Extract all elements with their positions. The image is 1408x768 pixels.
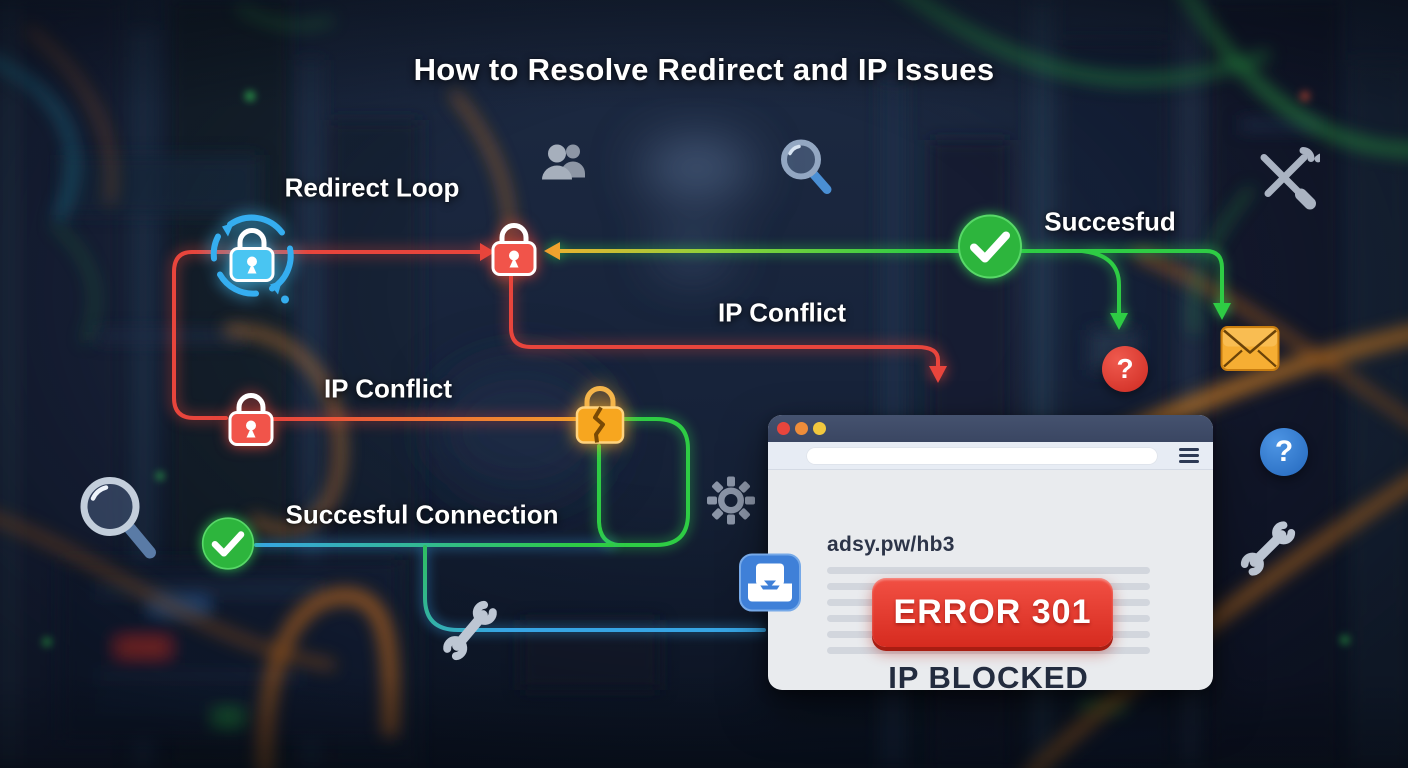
- success-check-icon-small: [197, 513, 259, 580]
- help-question-badge: ?: [1260, 428, 1308, 476]
- error-301-button[interactable]: ERROR 301: [872, 578, 1113, 647]
- arrowhead-down: [1110, 313, 1128, 330]
- wrench-icon-right: [1220, 501, 1316, 602]
- question-mark: ?: [1274, 435, 1294, 468]
- ip-blocked-text: IP BLOCKED: [888, 660, 1089, 690]
- arrowhead-down: [1213, 303, 1231, 320]
- settings-gear-icon: [705, 475, 757, 532]
- browser-window: adsy.pw/hb3 ERROR 301 IP BLOCKED: [768, 415, 1213, 690]
- label-ip-conflict-top: IP Conflict: [717, 297, 847, 328]
- browser-content: adsy.pw/hb3 ERROR 301 IP BLOCKED: [768, 470, 1213, 690]
- maximize-dot[interactable]: [813, 422, 826, 435]
- page-url-text: adsy.pw/hb3: [827, 533, 955, 556]
- inbox-icon: [739, 553, 801, 617]
- page-title: How to Resolve Redirect and IP Issues: [413, 52, 995, 87]
- skeleton-line: [827, 647, 1150, 654]
- tools-icon: [1248, 142, 1337, 219]
- arrowhead-down: [929, 366, 947, 383]
- wrench-icon: [420, 581, 520, 686]
- question-mark: ?: [1116, 353, 1134, 384]
- label-successful-connection: Succesful Connection: [285, 499, 559, 530]
- browser-toolbar: [768, 442, 1213, 470]
- skeleton-line: [827, 567, 1150, 574]
- blocked-lock-icon: [482, 217, 546, 286]
- minimize-dot[interactable]: [795, 422, 808, 435]
- users-icon: [539, 142, 591, 191]
- check-branch-line: [1080, 249, 1121, 317]
- error-question-badge: ?: [1102, 346, 1148, 392]
- label-successful-badge: Succesfud: [1044, 206, 1176, 237]
- conflict-lock-icon: [219, 387, 283, 456]
- broken-lock-drop-line: [597, 444, 620, 547]
- arrowhead-left: [544, 242, 560, 260]
- label-ip-conflict-left: IP Conflict: [323, 373, 453, 404]
- broken-lock-icon: [566, 381, 634, 454]
- address-bar[interactable]: [806, 447, 1158, 465]
- success-check-icon: [952, 209, 1028, 290]
- menu-icon[interactable]: [1179, 448, 1199, 463]
- browser-titlebar: [768, 415, 1213, 442]
- search-icon: [775, 134, 837, 203]
- label-redirect-loop: Redirect Loop: [284, 172, 460, 203]
- close-dot[interactable]: [777, 422, 790, 435]
- check-to-lock-line: [558, 249, 1224, 306]
- mail-icon: [1220, 326, 1280, 377]
- redirect-loop-lock-icon: [200, 203, 304, 312]
- search-icon-large: [72, 469, 164, 568]
